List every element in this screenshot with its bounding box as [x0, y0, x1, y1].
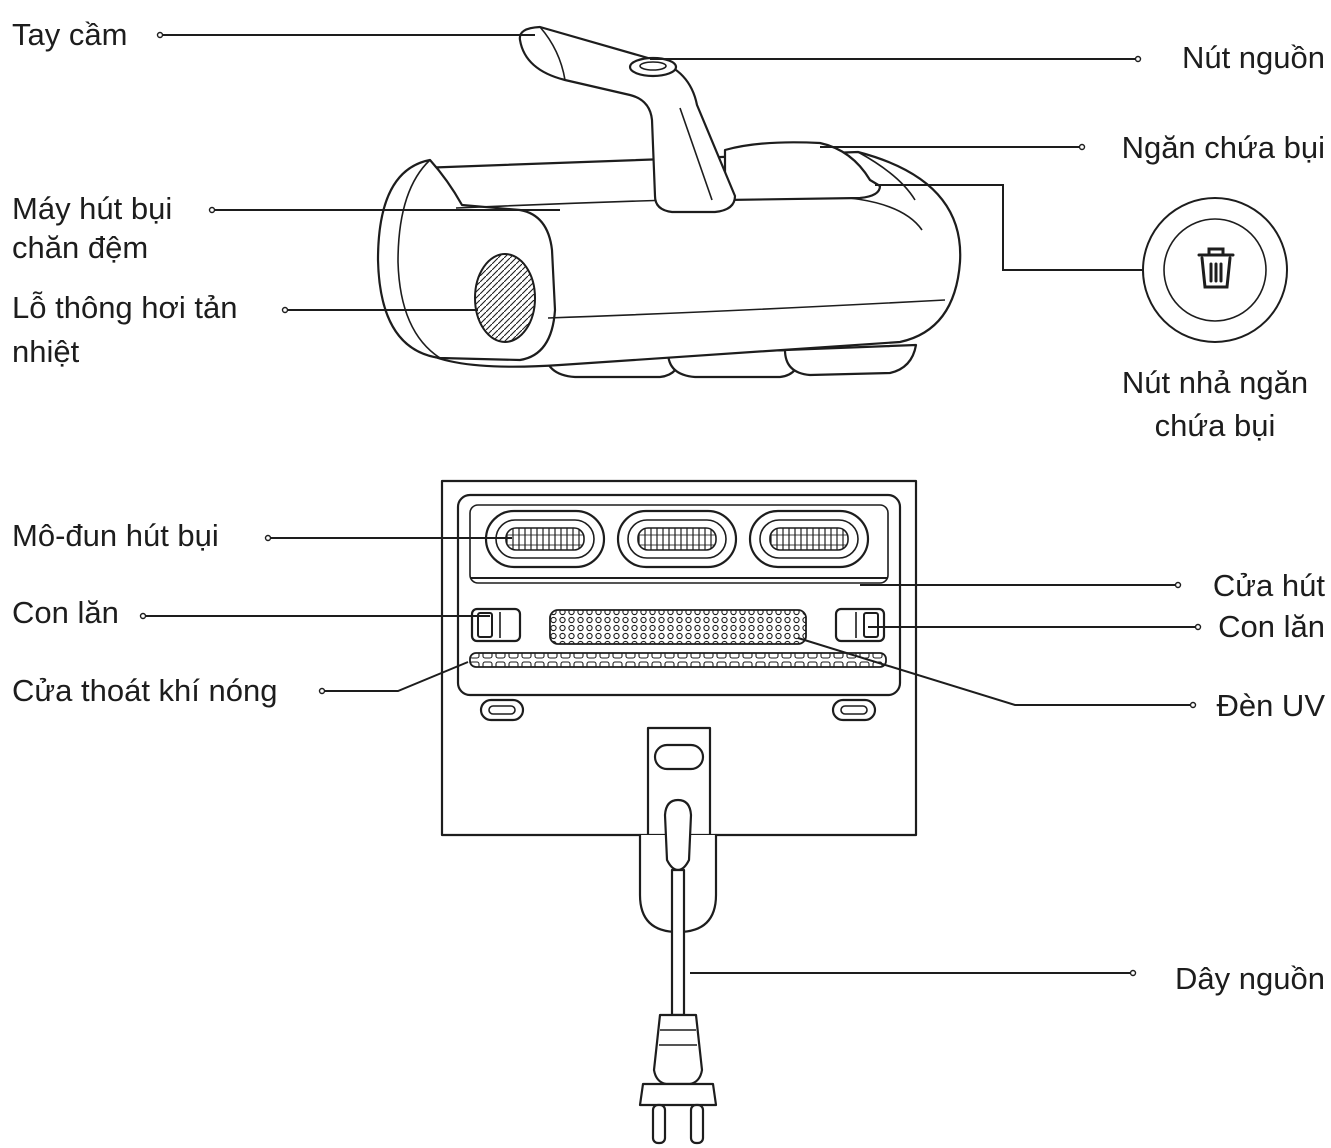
label-release-button-2: chứa bụi: [1154, 408, 1276, 443]
vacuum-side-view: [376, 25, 962, 379]
label-heat-vent-1: Lỗ thông hơi tản: [12, 290, 238, 325]
label-release-button-1: Nút nhả ngăn: [1121, 365, 1309, 400]
power-cord-shape: [638, 798, 718, 1145]
leader-lines: [139, 31, 1202, 977]
label-suction-inlet: Cửa hút: [1212, 568, 1325, 603]
uv-lamp-grid: [549, 609, 807, 645]
hot-air-vents: [469, 652, 887, 668]
label-power-button: Nút nguồn: [1181, 40, 1325, 75]
suction-modules: [484, 509, 870, 569]
label-power-cord: Dây nguồn: [1175, 961, 1325, 996]
label-uv-lamp: Đèn UV: [1216, 688, 1325, 723]
heat-vent-grille: [474, 253, 536, 343]
power-button-shape: [628, 56, 678, 78]
dust-container-top: [723, 141, 882, 202]
label-hot-air-outlet: Cửa thoát khí nóng: [12, 673, 278, 708]
label-dust-container: Ngăn chứa bụi: [1121, 130, 1325, 165]
rollers: [470, 607, 886, 643]
vacuum-bottom-view: [440, 479, 918, 934]
trash-icon: [1197, 247, 1235, 289]
label-vacuum-body-2: chăn đệm: [12, 230, 149, 265]
label-roller-left: Con lăn: [12, 595, 119, 630]
label-vacuum-body-1: Máy hút bụi: [12, 191, 173, 226]
label-suction-module: Mô-đun hút bụi: [12, 518, 219, 553]
dust-release-button: [1142, 197, 1288, 343]
label-heat-vent-2: nhiệt: [12, 334, 80, 369]
label-roller-right: Con lăn: [1218, 609, 1325, 644]
label-handle: Tay cầm: [12, 17, 128, 52]
